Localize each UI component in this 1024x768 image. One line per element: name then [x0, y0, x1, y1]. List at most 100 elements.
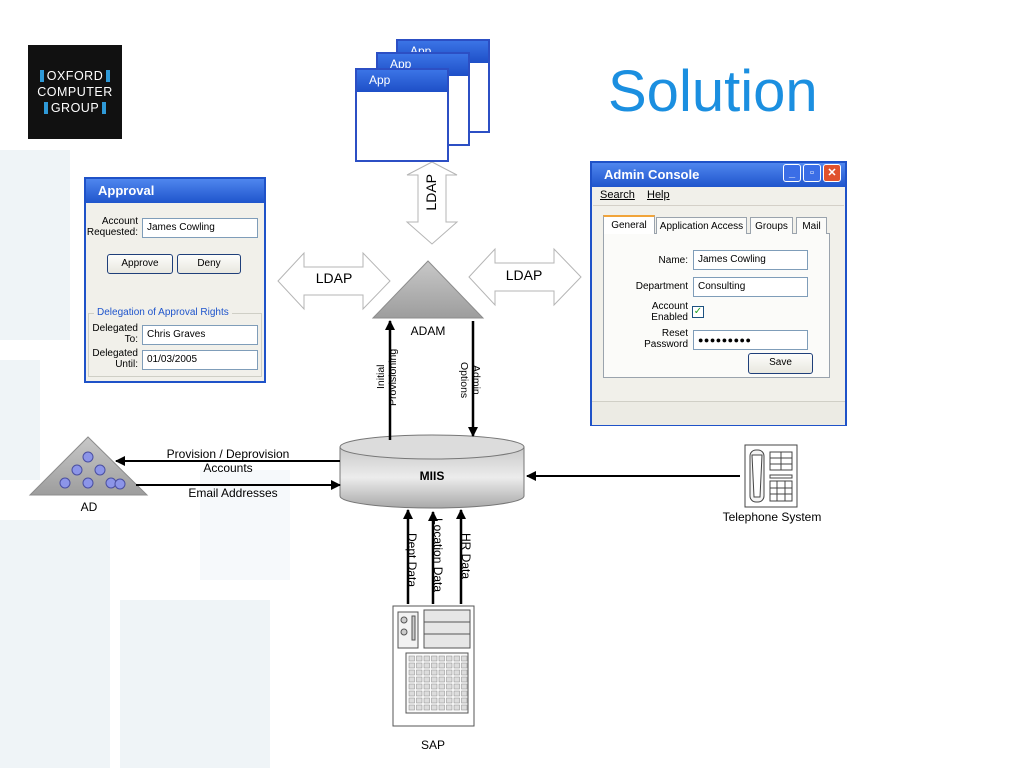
sap-key — [423, 704, 430, 711]
delegated-to-label: Delegated To: — [92, 323, 138, 345]
sap-key — [461, 662, 468, 669]
sap-key — [423, 683, 430, 690]
sap-key — [461, 669, 468, 676]
sap-key — [438, 655, 445, 662]
name-label: Name: — [658, 255, 688, 266]
slide-title: Solution — [608, 59, 818, 124]
sap-key — [446, 683, 453, 690]
sap-key — [438, 697, 445, 704]
ad-member-dots — [59, 451, 126, 490]
account-enabled-checkbox[interactable]: ✓ — [692, 306, 704, 318]
logo-text-3: GROUP — [50, 101, 100, 115]
app-window-front-title: App — [357, 70, 447, 92]
hr-data-label: HR Data — [459, 532, 473, 579]
sap-key — [461, 655, 468, 662]
ldap-arrow-right — [468, 247, 582, 307]
telephone-label: Telephone System — [722, 510, 822, 524]
sap-key — [446, 690, 453, 697]
location-data-label: Location Data — [431, 517, 445, 593]
save-button[interactable]: Save — [748, 353, 813, 374]
ldap-arrow-left — [277, 251, 391, 311]
sap-key — [453, 683, 460, 690]
sap-key — [446, 676, 453, 683]
menu-help[interactable]: Help — [647, 189, 670, 201]
tab-general[interactable]: General — [603, 215, 655, 234]
sap-key — [431, 697, 438, 704]
sap-key — [408, 683, 415, 690]
close-button[interactable]: ✕ — [823, 164, 841, 182]
sap-key — [461, 683, 468, 690]
miis-label: MIIS — [419, 469, 445, 483]
sap-key — [446, 655, 453, 662]
delegated-until-label: Delegated Until: — [92, 348, 138, 370]
ldap-label-right: LDAP — [505, 267, 543, 283]
sap-key — [416, 690, 423, 697]
sap-key — [446, 669, 453, 676]
sap-key — [423, 655, 430, 662]
sap-key — [408, 655, 415, 662]
background-tile — [200, 470, 290, 580]
sap-key — [416, 704, 423, 711]
minimize-button[interactable]: _ — [783, 164, 801, 182]
delegated-until-field[interactable]: 01/03/2005 — [142, 350, 258, 370]
sap-key — [416, 683, 423, 690]
email-addresses-label: Email Addresses — [188, 486, 278, 500]
ad-label: AD — [80, 500, 98, 514]
approval-window: Approval — [84, 177, 266, 383]
sap-key — [453, 669, 460, 676]
provision-label: Provision / Deprovision Accounts — [166, 447, 290, 475]
sap-key — [416, 676, 423, 683]
menu-search[interactable]: Search — [600, 189, 635, 201]
delegated-to-field[interactable]: Chris Graves — [142, 325, 258, 345]
restore-button[interactable]: ▫ — [803, 164, 821, 182]
sap-key — [423, 676, 430, 683]
deny-button[interactable]: Deny — [177, 254, 241, 274]
sap-key — [438, 662, 445, 669]
app-window-front: App — [355, 68, 449, 162]
sap-label: SAP — [420, 738, 445, 752]
sap-key — [408, 704, 415, 711]
sap-key — [408, 690, 415, 697]
miis-cylinder-body — [339, 446, 525, 509]
sap-key — [438, 690, 445, 697]
name-field[interactable]: James Cowling — [693, 250, 808, 270]
initial-provisioning-label: Initial Provisioning — [375, 348, 399, 406]
sap-key — [416, 655, 423, 662]
sap-key — [416, 669, 423, 676]
ldap-label-left: LDAP — [315, 270, 353, 286]
sap-key — [431, 655, 438, 662]
password-field[interactable]: ●●●●●●●●● — [693, 330, 808, 350]
sap-key — [446, 704, 453, 711]
sap-key — [431, 704, 438, 711]
account-requested-field[interactable]: James Cowling — [142, 218, 258, 238]
sap-key — [431, 662, 438, 669]
tab-mail[interactable]: Mail — [796, 217, 827, 234]
approval-title: Approval — [86, 179, 264, 203]
sap-key — [438, 669, 445, 676]
delegation-title: Delegation of Approval Rights — [94, 307, 232, 318]
tab-application-access[interactable]: Application Access — [656, 217, 747, 234]
sap-keypad — [408, 655, 468, 711]
sap-key — [453, 704, 460, 711]
sap-key — [461, 690, 468, 697]
sap-key — [461, 697, 468, 704]
menu-divider — [593, 205, 844, 206]
sap-key — [438, 704, 445, 711]
sap-key — [453, 676, 460, 683]
sap-key — [408, 676, 415, 683]
admin-options-label: Admin Options — [458, 361, 482, 399]
sap-key — [446, 662, 453, 669]
approve-button[interactable]: Approve — [107, 254, 173, 274]
ldap-arrow-top — [405, 161, 459, 245]
sap-key — [431, 669, 438, 676]
ldap-label-top: LDAP — [423, 174, 439, 211]
sap-key — [453, 697, 460, 704]
tab-groups[interactable]: Groups — [750, 217, 793, 234]
background-tile — [0, 150, 70, 340]
background-tile — [0, 520, 110, 768]
sap-key — [431, 676, 438, 683]
company-logo: OXFORD COMPUTER GROUP — [28, 45, 122, 139]
status-bar — [592, 401, 845, 425]
department-field[interactable]: Consulting — [693, 277, 808, 297]
